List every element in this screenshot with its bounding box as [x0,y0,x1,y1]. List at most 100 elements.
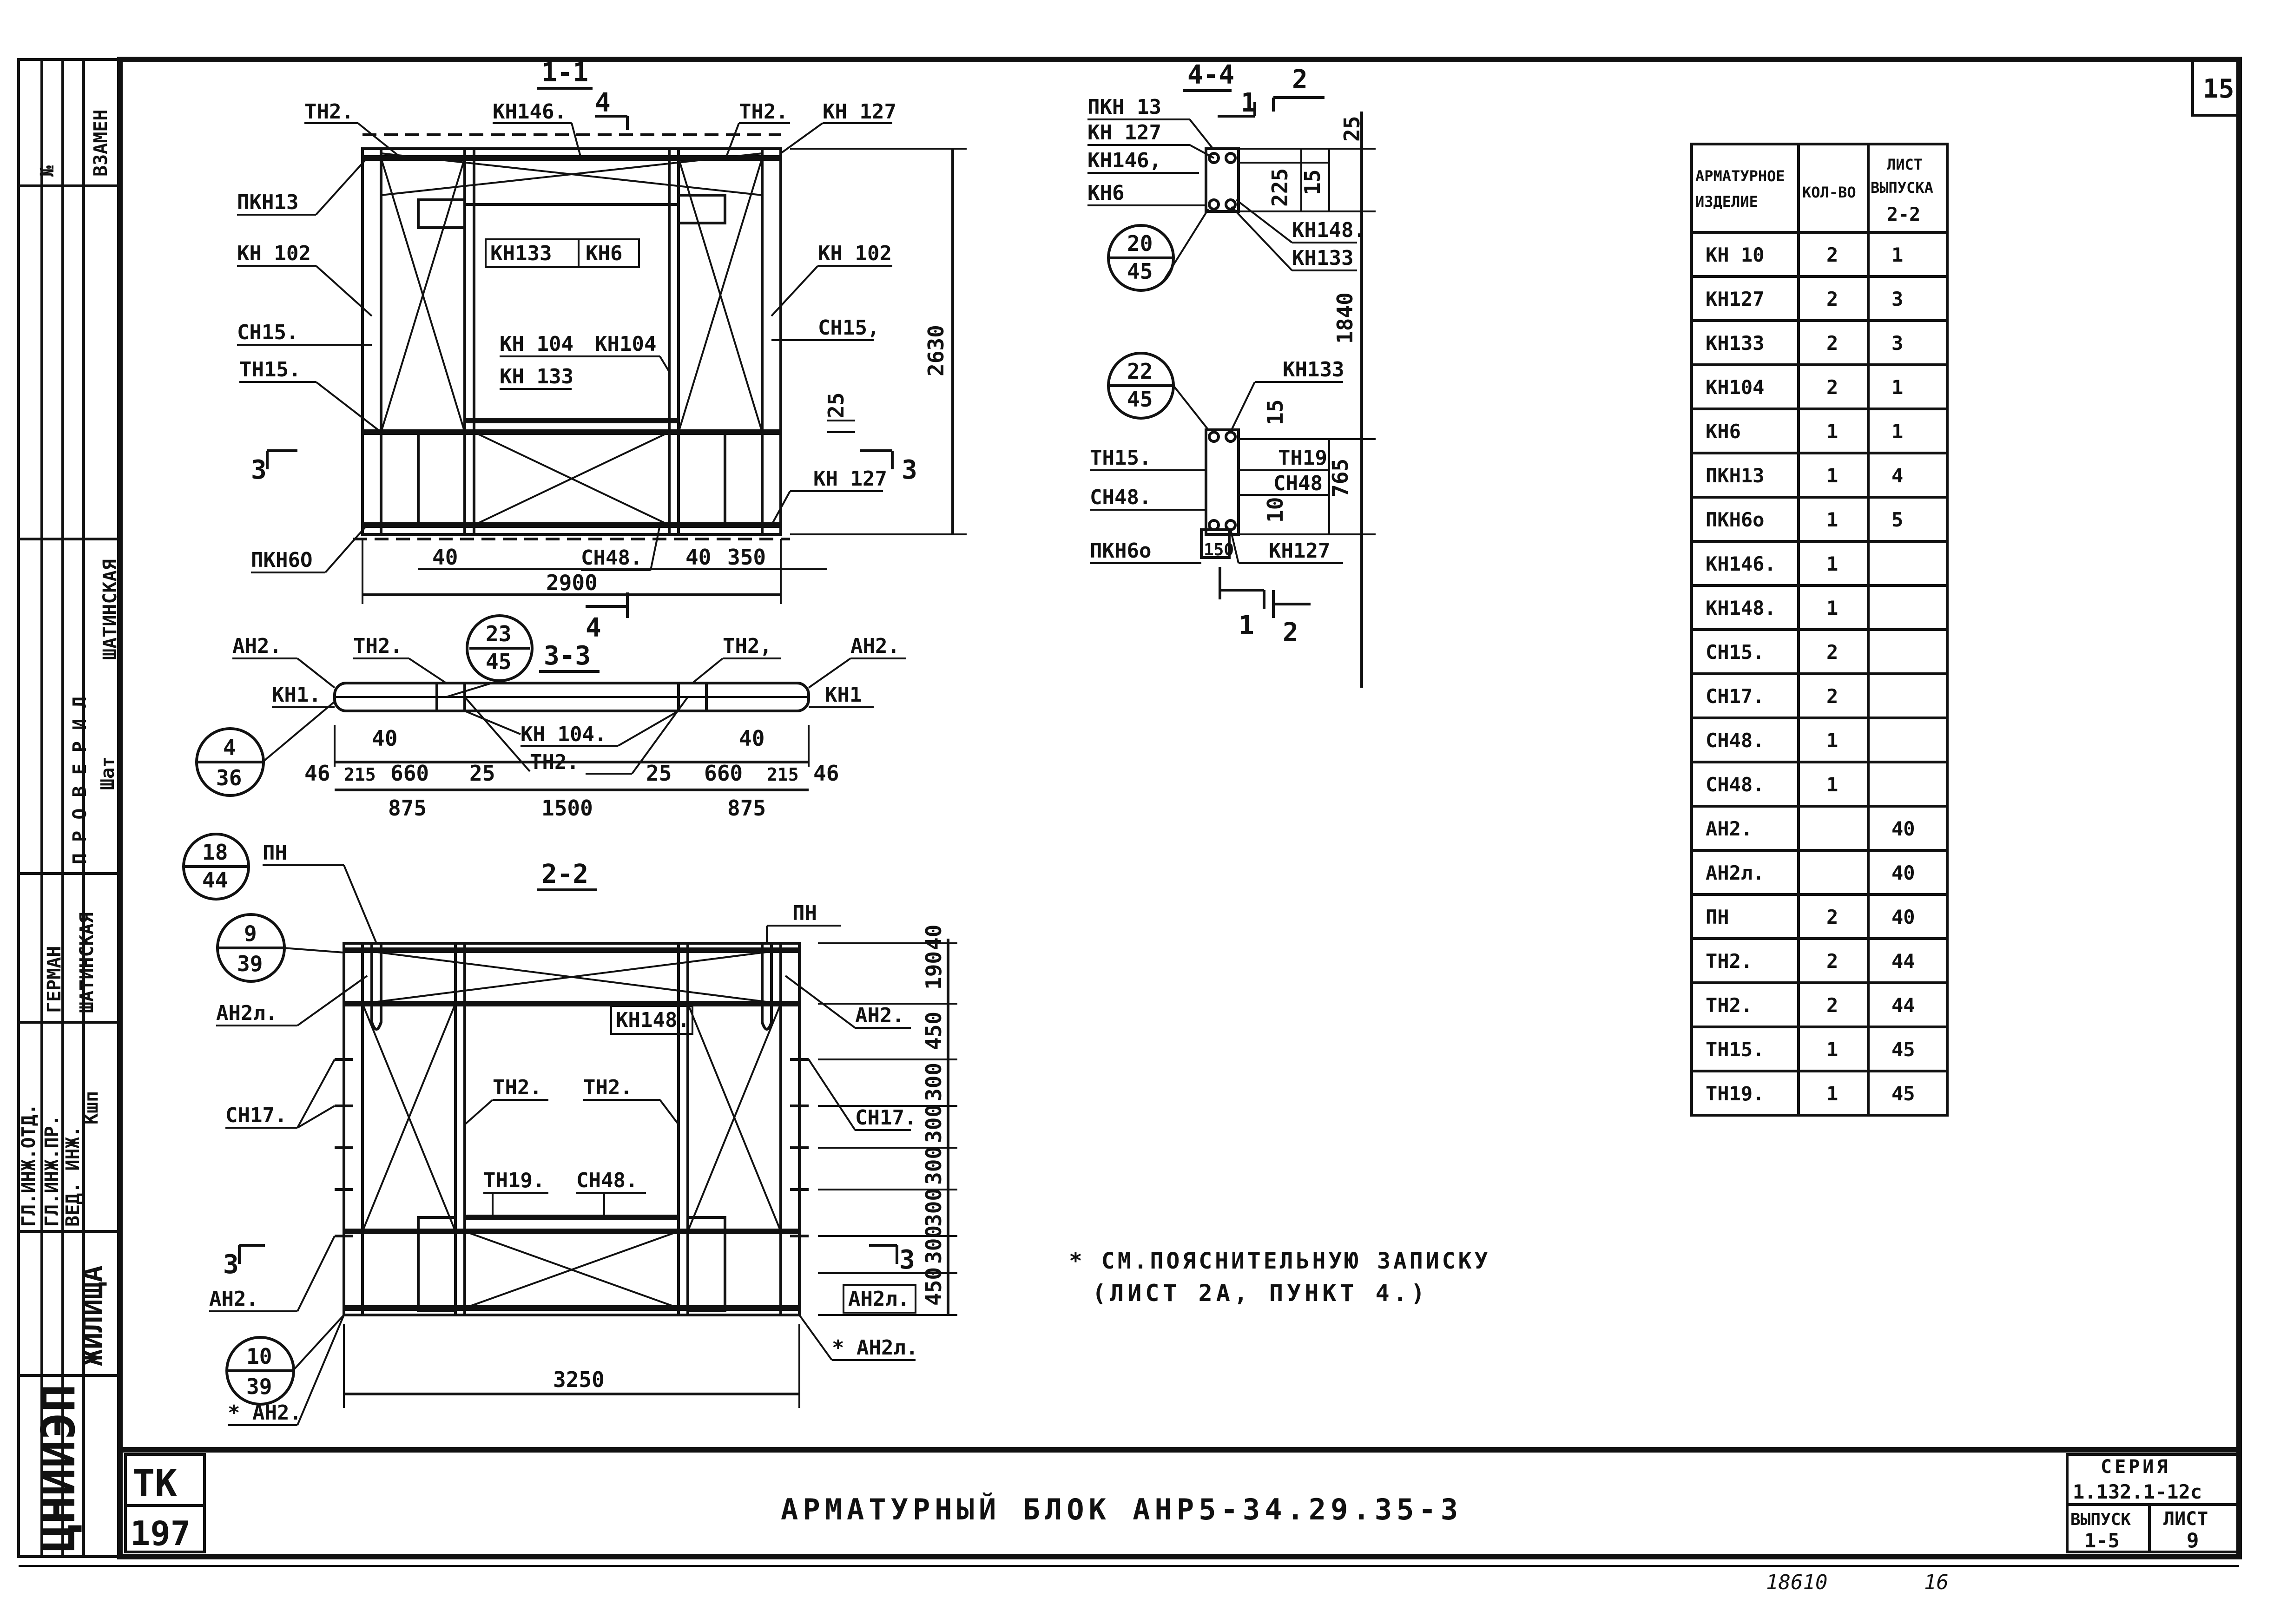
vdim-190: 190 [921,951,946,990]
svg-text:36: 36 [216,765,242,790]
table-cell: КН146. [1706,552,1776,575]
lbl-an2-22r: АН2. [855,1004,904,1027]
table-cell: 2 [1826,994,1838,1017]
dim-40d: 40 [739,726,764,751]
lbl-kn127-mid: КН 127 [813,467,887,491]
series-label: СЕРИЯ [2101,1456,2170,1478]
dim-660b: 660 [704,761,743,786]
table-cell: КН148. [1706,597,1776,619]
lbl-sn48-22: СН48. [576,1169,638,1192]
lbl-tn2-33r: ТН2, [723,634,772,658]
dim-15a: 15 [1300,170,1325,195]
lbl-an2-l: АН2. [232,634,282,658]
stamp-org2: ЖИЛИЩА [77,1265,109,1366]
cut-2-bottom: 2 [1283,618,1298,648]
lbl-pn-l: ПН [263,841,287,865]
circle-18-44: 18 44 [182,833,250,901]
lbl-kn127-top: КН 127 [823,100,896,124]
table-cell: СН48. [1706,773,1764,796]
lbl-sn48: СН48. [581,546,642,570]
dim-2900: 2900 [546,570,598,595]
vdim-450a: 450 [921,1012,946,1050]
table-cell: 1 [1891,420,1903,443]
lbl-tn15: ТН15. [239,358,301,381]
spec-table: АРМАТУРНОЕИЗДЕЛИЕКОЛ-ВОЛИСТВЫПУСКА2-2КН … [1690,143,1949,1117]
lbl-kn146-44: КН146, [1087,149,1161,172]
cut-1-bottom: 1 [1239,611,1254,641]
section-4-4-title: 4-4 [1187,60,1234,90]
table-cell: ПКН6о [1706,508,1764,531]
svg-text:20: 20 [1127,231,1153,256]
table-cell: СН48. [1706,729,1764,752]
dim-40a: 40 [432,545,458,570]
table-cell: КН104 [1706,376,1764,399]
lbl-pkn13-44: ПКН 13 [1087,95,1161,119]
table-cell: 1 [1826,1038,1838,1061]
cut-3-left: 3 [251,455,267,485]
left-stamp: ВЗАМЕН № П Р О В Е Р И Л ШАТИНСКАЯ Шат Г… [17,58,121,1558]
lbl-sn48-44b: СН48. [1090,486,1151,509]
stamp-vzamen: ВЗАМЕН [90,110,112,177]
table-cell: АН2. [1706,817,1753,840]
stamp-org: ЦНИИЭП [31,1384,86,1552]
lbl-kn6: КН6 [586,242,622,265]
section-3-3: 3-3 875 1500 875 46 215 660 25 40 25 660… [232,634,906,821]
svg-text:45: 45 [486,649,511,674]
dim-150: 150 [1204,540,1234,559]
dim-215b: 215 [767,764,799,785]
lbl-tn15-44: ТН15. [1090,446,1151,470]
table-cell: 3 [1891,288,1903,310]
vdim-300c: 300 [921,1146,946,1185]
bottom-num2: 16 [1924,1571,1949,1594]
lbl-kn104-b: КН104 [595,332,656,356]
lbl-an2l-22: АН2л. [216,1001,277,1025]
lbl-kn1-l: КН1. [272,683,321,707]
table-cell: СН17. [1706,685,1764,708]
lbl-kn104-a: КН 104 [500,332,573,356]
lbl-kn6-44: КН6 [1087,181,1124,205]
section-2-2: 2-2 [209,841,957,1426]
sheet-number: 15 [2203,74,2234,104]
table-cell: 3 [1891,332,1903,355]
lbl-tn2-33l: ТН2. [353,634,402,658]
lbl-pn-r: ПН [792,901,817,925]
table-cell: 4 [1891,464,1903,487]
svg-text:45: 45 [1127,387,1153,412]
stamp-num: № [37,165,58,177]
issue-value: 1-5 [2084,1529,2120,1552]
note: * СМ.ПОЯСНИТЕЛЬНУЮ ЗАПИСКУ (ЛИСТ 2А, ПУН… [1069,1248,1488,1307]
circle-20-45: 20 45 [1107,208,1209,292]
lbl-tn2-r: ТН2. [739,100,788,124]
table-cell: 1 [1826,508,1838,531]
table-cell: КН 10 [1706,243,1764,266]
table-cell: ТН2. [1706,994,1753,1017]
svg-text:39: 39 [246,1374,272,1399]
dim-1840: 1840 [1332,292,1357,344]
lbl-sn17-r: СН17. [855,1106,916,1130]
dim-46a: 46 [304,761,330,786]
dim-875a: 875 [388,796,427,821]
table-header-sheet-1: ВЫПУСКА [1871,179,1933,197]
svg-text:9: 9 [244,921,257,946]
dim-25b: 25 [469,761,495,786]
list-label: ЛИСТ [2163,1508,2208,1530]
table-cell: КН127 [1706,288,1764,310]
lbl-kn148-22: КН148. [616,1008,690,1032]
cut-3-right: 3 [902,455,917,485]
series-value: 1.132.1-12с [2073,1480,2202,1503]
table-cell: 5 [1891,508,1903,531]
table-cell: СН15. [1706,641,1764,664]
vdim-450b: 450 [921,1267,946,1306]
table-cell: 1 [1826,773,1838,796]
note-line2: (ЛИСТ 2А, ПУНКТ 4.) [1092,1280,1429,1307]
table-cell: 40 [1891,817,1915,840]
issue-label: ВЫПУСК [2070,1510,2131,1529]
table-cell: 1 [1891,376,1903,399]
table-cell: 2 [1826,243,1838,266]
lbl-tn2-22a: ТН2. [493,1076,542,1099]
code-num: 197 [130,1514,191,1553]
circle-23-45: 23 45 [446,614,534,698]
dim-225: 225 [1267,168,1292,207]
table-cell: ТН19. [1706,1082,1764,1105]
